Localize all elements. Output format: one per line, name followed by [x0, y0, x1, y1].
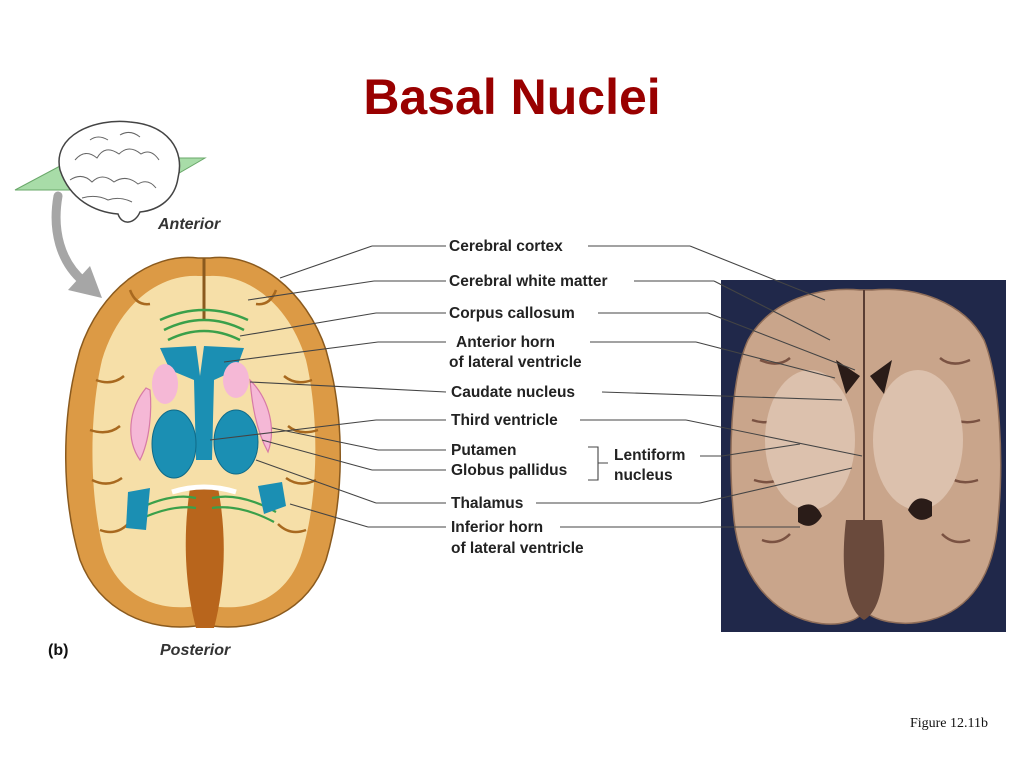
- label-lentiform-line2: nucleus: [614, 467, 673, 484]
- label-anterior: Anterior: [157, 216, 221, 233]
- slide-title: Basal Nuclei: [363, 69, 661, 125]
- panel-label: (b): [48, 642, 68, 659]
- label-cerebral-cortex: Cerebral cortex: [449, 238, 563, 255]
- leader-lines: [209, 245, 863, 528]
- label-inferior-horn-line2: of lateral ventricle: [451, 540, 584, 557]
- label-globus-pallidus: Globus pallidus: [451, 462, 567, 479]
- label-third-ventricle: Third ventricle: [451, 412, 558, 429]
- brain-orientation-icon: [14, 120, 207, 223]
- brain-section-photo: [721, 280, 1006, 632]
- label-cerebral-white-matter: Cerebral white matter: [449, 273, 608, 290]
- label-lentiform: Lentiform: [614, 447, 685, 464]
- figure-caption: Figure 12.11b: [909, 716, 988, 731]
- label-inferior-horn: Inferior horn: [451, 519, 543, 536]
- label-posterior: Posterior: [160, 642, 231, 659]
- label-caudate-nucleus: Caudate nucleus: [451, 384, 575, 401]
- curved-arrow-icon: [51, 191, 102, 298]
- label-thalamus: Thalamus: [451, 495, 523, 512]
- label-putamen: Putamen: [451, 442, 516, 459]
- label-anterior-horn-line2: of lateral ventricle: [449, 354, 582, 371]
- label-corpus-callosum: Corpus callosum: [449, 305, 575, 322]
- label-anterior-horn: Anterior horn: [456, 334, 555, 351]
- brain-section-illustration: [65, 256, 341, 628]
